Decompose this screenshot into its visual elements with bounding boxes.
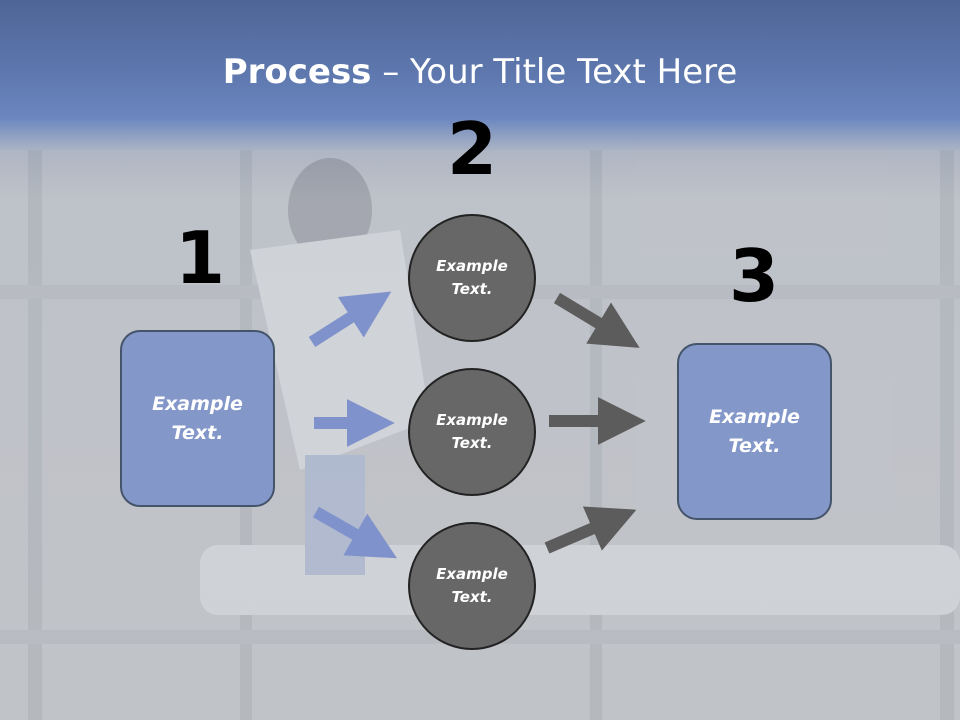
- step-number-2: 2: [446, 107, 498, 191]
- circle-bottom-line1: Example: [436, 564, 508, 583]
- end-box-line2: Text.: [728, 434, 781, 457]
- circle-bottom-line2: Text.: [451, 588, 493, 606]
- circle-top-line1: Example: [436, 256, 508, 275]
- slide-title: Process – Your Title Text Here: [0, 52, 960, 92]
- arrow-from-circle-bottom: [544, 506, 637, 554]
- title-bold: Process: [222, 52, 372, 92]
- step-number-1: 1: [174, 216, 226, 300]
- end-box-line1: Example: [709, 406, 800, 428]
- arrow-to-circle-top: [308, 291, 392, 348]
- arrow-to-circle-bottom: [313, 506, 398, 559]
- start-box-line1: Example: [152, 393, 243, 415]
- circle-top-line2: Text.: [451, 280, 493, 298]
- circle-middle-line2: Text.: [451, 434, 493, 452]
- start-box-line2: Text.: [171, 421, 224, 444]
- step-number-3: 3: [728, 234, 780, 318]
- circle-middle-line1: Example: [436, 410, 508, 429]
- title-rest: – Your Title Text Here: [371, 52, 738, 92]
- arrow-from-circle-top: [553, 292, 640, 348]
